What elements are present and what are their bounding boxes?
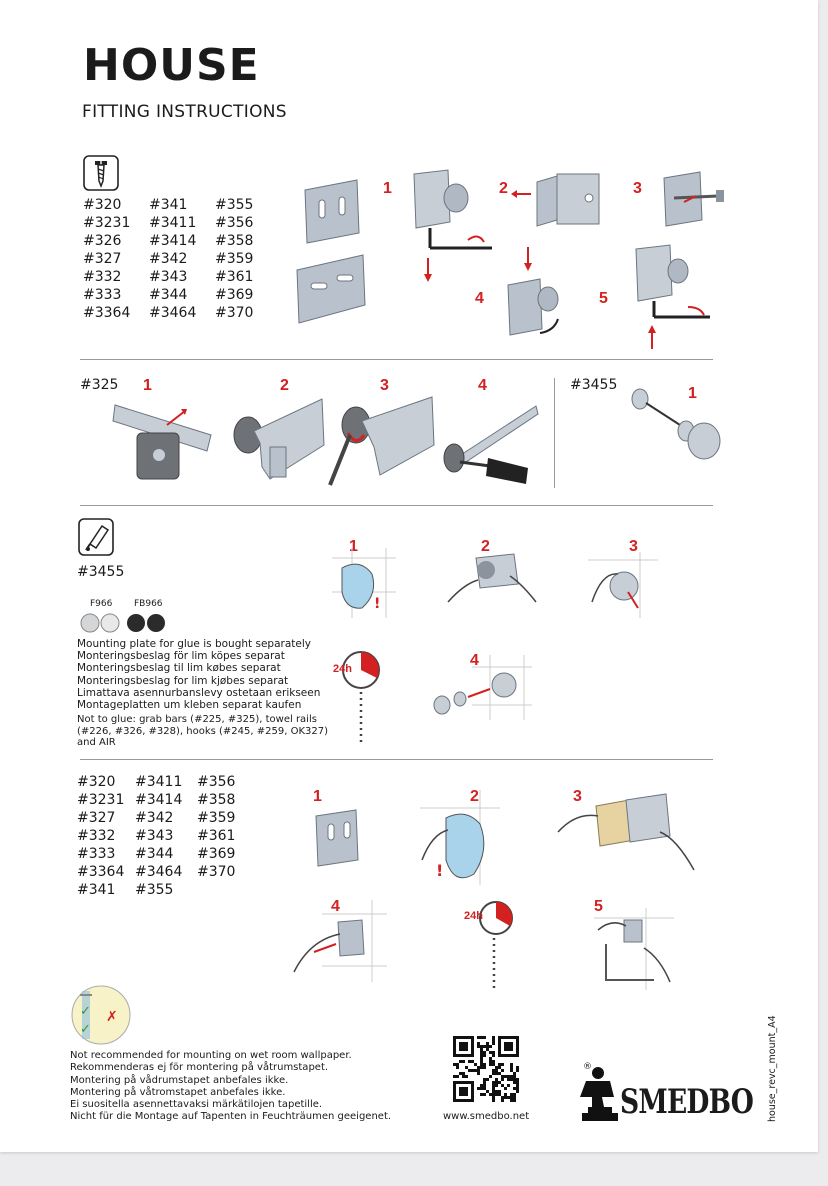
step-number: 3 <box>629 538 638 555</box>
step-number: 1 <box>349 538 358 555</box>
press-plate-wall-illustration <box>292 900 387 986</box>
step-number: 5 <box>599 290 608 307</box>
step-number: 1 <box>688 385 697 402</box>
bar-rotate-illustration <box>328 395 435 491</box>
apply-glue-illustration <box>447 550 538 616</box>
finish-swatches <box>80 612 170 640</box>
smedbo-logo <box>572 1063 624 1127</box>
svg-text:✓: ✓ <box>80 1022 91 1037</box>
step-number: 5 <box>594 898 603 915</box>
page-title: HOUSE <box>83 40 260 91</box>
step-number: 2 <box>481 538 490 555</box>
step-number: 4 <box>331 898 340 915</box>
code-3455: #3455 <box>570 377 618 393</box>
step-number: 4 <box>475 290 484 307</box>
document-id: house_revc_mount_A4 <box>767 1015 778 1122</box>
grab-bar-illustration <box>112 395 215 489</box>
section-divider <box>80 359 713 360</box>
step-number: 3 <box>633 180 642 197</box>
svg-text:!: ! <box>374 596 380 612</box>
screwdriver-illustration <box>440 400 540 489</box>
vertical-divider <box>554 378 555 488</box>
section-divider <box>80 505 713 506</box>
brand-wordmark: SMEDBO <box>620 1082 754 1122</box>
wet-room-warning: Not recommended for mounting on wet room… <box>70 1050 392 1123</box>
bar-flange-illustration <box>230 395 325 489</box>
svg-text:!: ! <box>436 861 443 880</box>
glue-tube-icon <box>78 518 114 560</box>
bracket-hex-key-illustration <box>408 169 498 289</box>
mount-holder-illustration <box>594 908 674 994</box>
remove-tape-illustration <box>556 792 696 886</box>
step-number: 2 <box>280 377 289 394</box>
time-label: 24h <box>333 663 352 675</box>
code-list-screw: #320#341#355 #3231#3411#356 #326#3414#35… <box>83 197 254 321</box>
svg-text:✓: ✓ <box>80 1004 91 1019</box>
qr-code[interactable] <box>453 1036 519 1106</box>
shower-zone-icon: ✓ ✓ ✗ <box>70 985 132 1049</box>
instruction-sheet: HOUSE FITTING INSTRUCTIONS #320#341#355 … <box>0 0 818 1152</box>
step-number: 1 <box>383 180 392 197</box>
glue-plate-notes: Mounting plate for glue is bought separa… <box>77 638 321 712</box>
clean-wall-illustration: ! <box>332 548 397 622</box>
website-link[interactable]: www.smedbo.net <box>443 1111 530 1122</box>
screw-icon <box>83 155 119 195</box>
step-number: 3 <box>380 377 389 394</box>
step-number: 1 <box>313 788 322 805</box>
timer-24h-icon <box>333 650 383 749</box>
step-number: 4 <box>470 652 479 669</box>
glue-plate-illustration <box>312 808 362 872</box>
bracket-side-illustration <box>511 172 605 236</box>
section-divider <box>80 759 713 760</box>
clean-wall-illustration: ! <box>420 790 500 889</box>
mounting-plate-illustration <box>295 175 370 329</box>
svg-text:✗: ✗ <box>106 1009 118 1025</box>
attach-knob-illustration <box>432 655 532 724</box>
knob-hook-illustration <box>628 385 728 469</box>
finish-label: F966 <box>90 599 113 609</box>
bracket-tighten-illustration <box>630 244 715 357</box>
step-number: 1 <box>143 377 152 394</box>
step-number: 2 <box>499 180 508 197</box>
page-subtitle: FITTING INSTRUCTIONS <box>82 102 287 122</box>
step-number: 4 <box>478 377 487 394</box>
code-325: #325 <box>80 377 119 393</box>
finish-label: FB966 <box>134 599 163 609</box>
bracket-rotate-illustration <box>500 245 570 344</box>
timer-24h-icon <box>468 898 518 997</box>
step-number: 3 <box>573 788 582 805</box>
press-plate-illustration <box>588 552 658 622</box>
code-list-glue-plate: #320#3411#356 #3231#3414#358 #327#342#35… <box>77 774 236 898</box>
code-3455-glue: #3455 <box>77 564 125 580</box>
not-to-glue-note: Not to glue: grab bars (#225, #325), tow… <box>77 714 328 749</box>
screw-plate-illustration <box>660 170 730 234</box>
registered-mark: ® <box>583 1062 592 1072</box>
time-label: 24h <box>464 910 483 922</box>
step-number: 2 <box>470 788 479 805</box>
